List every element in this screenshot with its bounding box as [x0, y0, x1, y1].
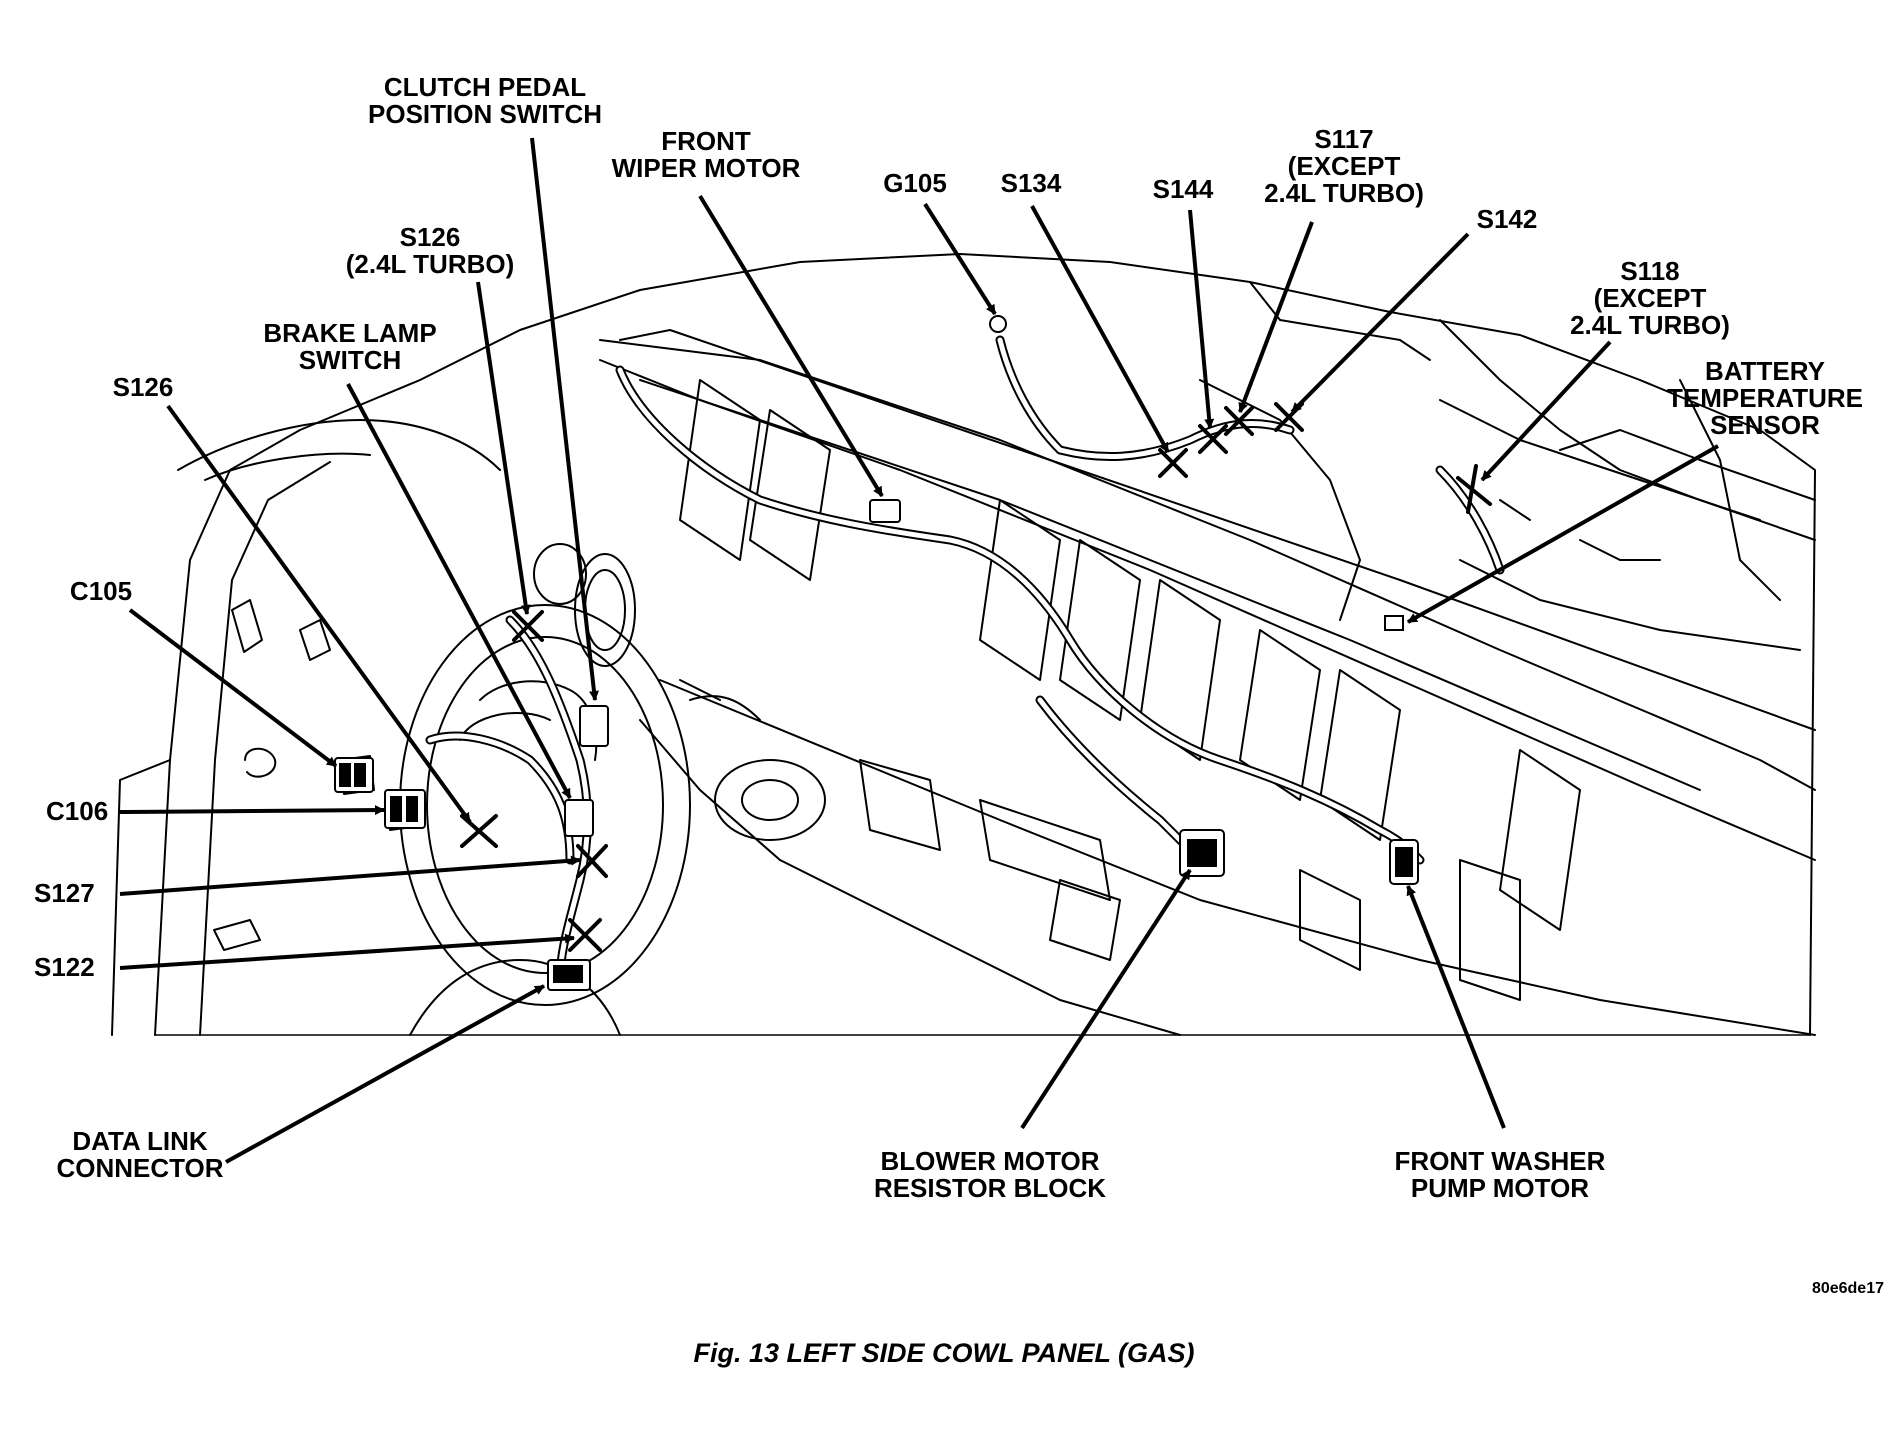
label-line: CONNECTOR — [56, 1153, 224, 1183]
label-blower-motor-resistor-block: BLOWER MOTOR RESISTOR BLOCK — [860, 1148, 1120, 1202]
figure-caption: Fig. 13 LEFT SIDE COWL PANEL (GAS) — [693, 1338, 1195, 1368]
label-c105: C105 — [56, 578, 146, 605]
c105-leader — [128, 608, 338, 768]
label-s127: S127 — [34, 880, 124, 907]
clutch-leader — [530, 137, 599, 701]
label-line: FRONT WASHER — [1394, 1146, 1606, 1176]
g105-ground — [989, 315, 1007, 333]
label-line: (2.4L TURBO) — [345, 249, 515, 279]
brake-switch-connector — [564, 799, 594, 837]
splice-marks — [460, 402, 1492, 952]
label-line: 2.4L TURBO) — [1264, 178, 1424, 208]
clutch-switch-connector — [579, 705, 609, 747]
label-line: POSITION SWITCH — [368, 99, 602, 129]
label-line: S122 — [34, 952, 95, 982]
label-line: BRAKE LAMP — [263, 318, 437, 348]
battery-leader — [1407, 444, 1719, 624]
label-line: PUMP MOTOR — [1410, 1173, 1590, 1203]
label-line: S127 — [34, 878, 95, 908]
label-s117: S117 (EXCEPT 2.4L TURBO) — [1254, 126, 1434, 207]
label-line: S126 — [399, 222, 461, 252]
label-c106: C106 — [46, 798, 136, 825]
label-line: 2.4L TURBO) — [1570, 310, 1730, 340]
label-line: RESISTOR BLOCK — [873, 1173, 1107, 1203]
s144-leader — [1188, 209, 1215, 429]
blower-leader — [1020, 868, 1192, 1130]
label-line: C105 — [69, 576, 133, 606]
battery-sensor — [1384, 615, 1404, 631]
label-g105: G105 — [870, 170, 960, 197]
connector-blocks — [334, 315, 1419, 991]
label-brake-lamp-switch: BRAKE LAMP SWITCH — [250, 320, 450, 374]
label-line: FRONT — [661, 126, 751, 156]
label-line: BLOWER MOTOR — [880, 1146, 1100, 1176]
label-line: S126 — [112, 372, 174, 402]
label-line: G105 — [883, 168, 947, 198]
figure-code: 80e6de17 — [1811, 1280, 1884, 1297]
label-line: SWITCH — [298, 345, 402, 375]
label-s142: S142 — [1462, 206, 1552, 233]
s126-turbo-splice — [512, 610, 544, 642]
label-line: S117 — [1314, 124, 1374, 154]
leader-lines — [119, 137, 1719, 1164]
wiper-leader — [698, 194, 884, 498]
s122-leader — [119, 933, 575, 970]
dlc-leader — [225, 984, 545, 1164]
s134-splice — [1158, 448, 1188, 478]
label-s126-turbo: S126 (2.4L TURBO) — [340, 224, 520, 278]
label-battery-temperature-sensor: BATTERY TEMPERATURE SENSOR — [1655, 358, 1875, 439]
label-line: S134 — [1000, 168, 1062, 198]
label-s118: S118 (EXCEPT 2.4L TURBO) — [1560, 258, 1740, 339]
label-front-wiper-motor: FRONT WIPER MOTOR — [596, 128, 816, 182]
g105-leader — [923, 202, 997, 316]
s127-leader — [119, 855, 581, 896]
label-line: CLUTCH PEDAL — [383, 72, 587, 102]
label-line: (EXCEPT — [1593, 283, 1707, 313]
s126-turbo-leader — [476, 281, 531, 615]
s144-splice — [1198, 424, 1228, 454]
s126-leader — [166, 404, 472, 824]
label-line: TEMPERATURE — [1667, 383, 1863, 413]
label-line: DATA LINK — [72, 1126, 208, 1156]
label-line: C106 — [46, 796, 109, 826]
label-line: S118 — [1620, 256, 1680, 286]
s142-leader — [1290, 232, 1470, 414]
label-line: (EXCEPT — [1287, 151, 1401, 181]
washer-leader — [1406, 885, 1506, 1129]
s118-splice — [1456, 464, 1492, 514]
label-front-washer-pump-motor: FRONT WASHER PUMP MOTOR — [1380, 1148, 1620, 1202]
cowl-structure — [111, 253, 1816, 1036]
s118-leader — [1480, 340, 1612, 482]
label-s144: S144 — [1138, 176, 1228, 203]
wiper-motor-connector — [869, 499, 901, 523]
brake-leader — [346, 383, 572, 799]
s127-splice — [576, 844, 608, 878]
label-line: S144 — [1152, 174, 1214, 204]
label-line: S142 — [1476, 204, 1538, 234]
label-clutch-pedal-position-switch: CLUTCH PEDAL POSITION SWITCH — [360, 74, 610, 128]
label-line: WIPER MOTOR — [611, 153, 801, 183]
s134-leader — [1030, 205, 1170, 453]
c106-leader — [119, 805, 385, 816]
label-line: BATTERY — [1705, 356, 1825, 386]
label-line: SENSOR — [1710, 410, 1820, 440]
label-s122: S122 — [34, 954, 124, 981]
label-data-link-connector: DATA LINK CONNECTOR — [40, 1128, 240, 1182]
s117-leader — [1238, 221, 1314, 413]
s122-splice — [568, 918, 602, 952]
label-s134: S134 — [986, 170, 1076, 197]
label-s126: S126 — [98, 374, 188, 401]
